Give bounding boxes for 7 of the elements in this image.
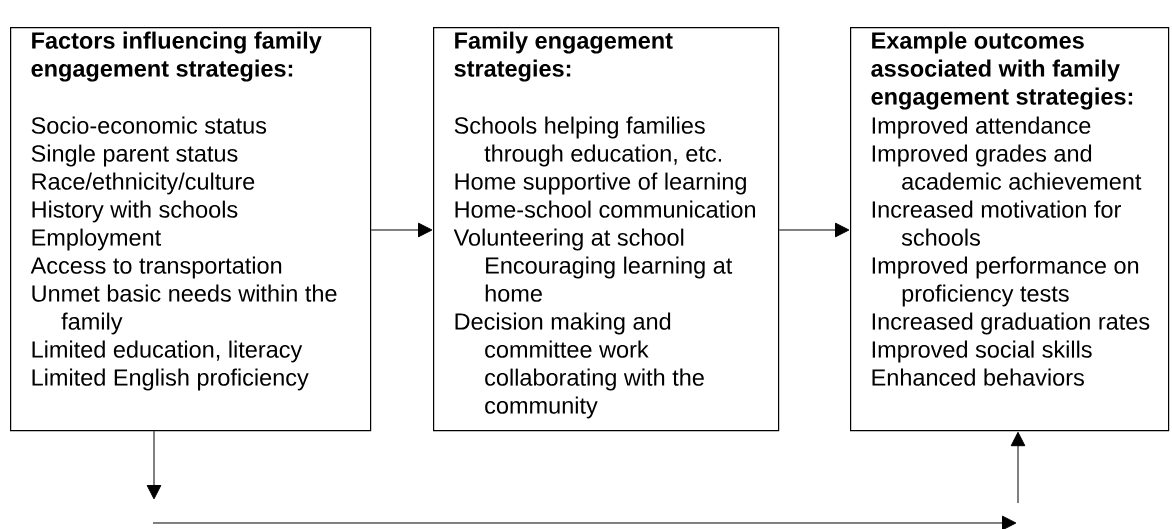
arrow: [778, 222, 850, 238]
arrow: [146, 430, 162, 500]
text-box: Factors influencing family engagement strategies: Socio-economic status Single parent status Race/ethnicity/culture History with schools Employment Access to transportation Unmet basic needs within the family Limited education, literacy Limited English proficiency: [10, 27, 372, 432]
arrow: [370, 222, 433, 238]
text-box: Family engagement strategies: Schools helping families through education, etc. Home supportive of learning Home-school communication Volunteering at school Encouraging learning at home Decision making and committee work collaborating with the community: [433, 27, 780, 432]
arrow: [1010, 431, 1026, 504]
text-box: Example outcomes associated with family engagement strategies: Improved attendance Improved grades and academic achievement Increased motivation for schools Improved performance on proficiency tests Increased graduation rates Improved social skills Enhanced behaviors: [850, 27, 1170, 432]
